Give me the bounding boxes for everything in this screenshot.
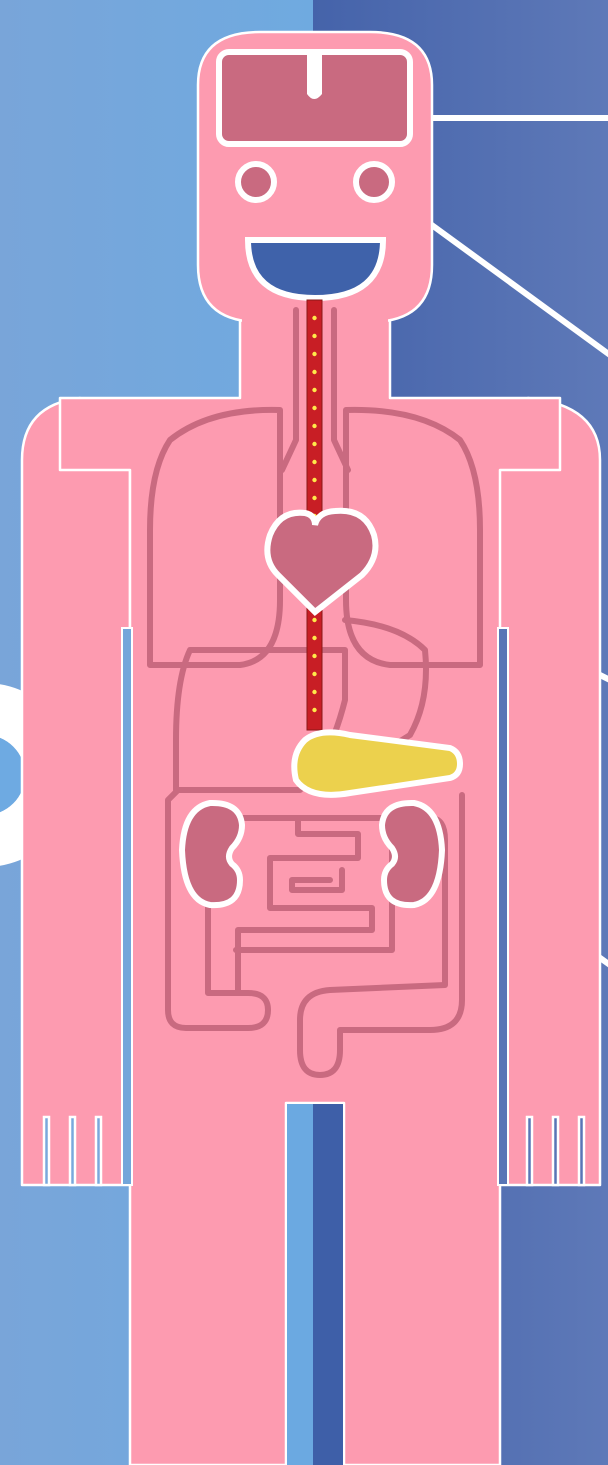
finger-slit — [96, 1117, 101, 1185]
finger-slit — [44, 1117, 49, 1185]
left-arm — [22, 398, 130, 1185]
left-arm-gap — [122, 628, 132, 1185]
right-arm-gap — [498, 628, 508, 1185]
leg-gap-left — [287, 1104, 313, 1465]
finger-slit — [553, 1117, 558, 1185]
finger-slit — [579, 1117, 584, 1185]
eye-left — [238, 164, 274, 200]
brain — [219, 50, 410, 144]
leg-gap-right — [313, 1104, 343, 1465]
eye-right — [356, 164, 392, 200]
finger-slit — [527, 1117, 532, 1185]
mouth — [248, 240, 383, 298]
finger-slit — [70, 1117, 75, 1185]
